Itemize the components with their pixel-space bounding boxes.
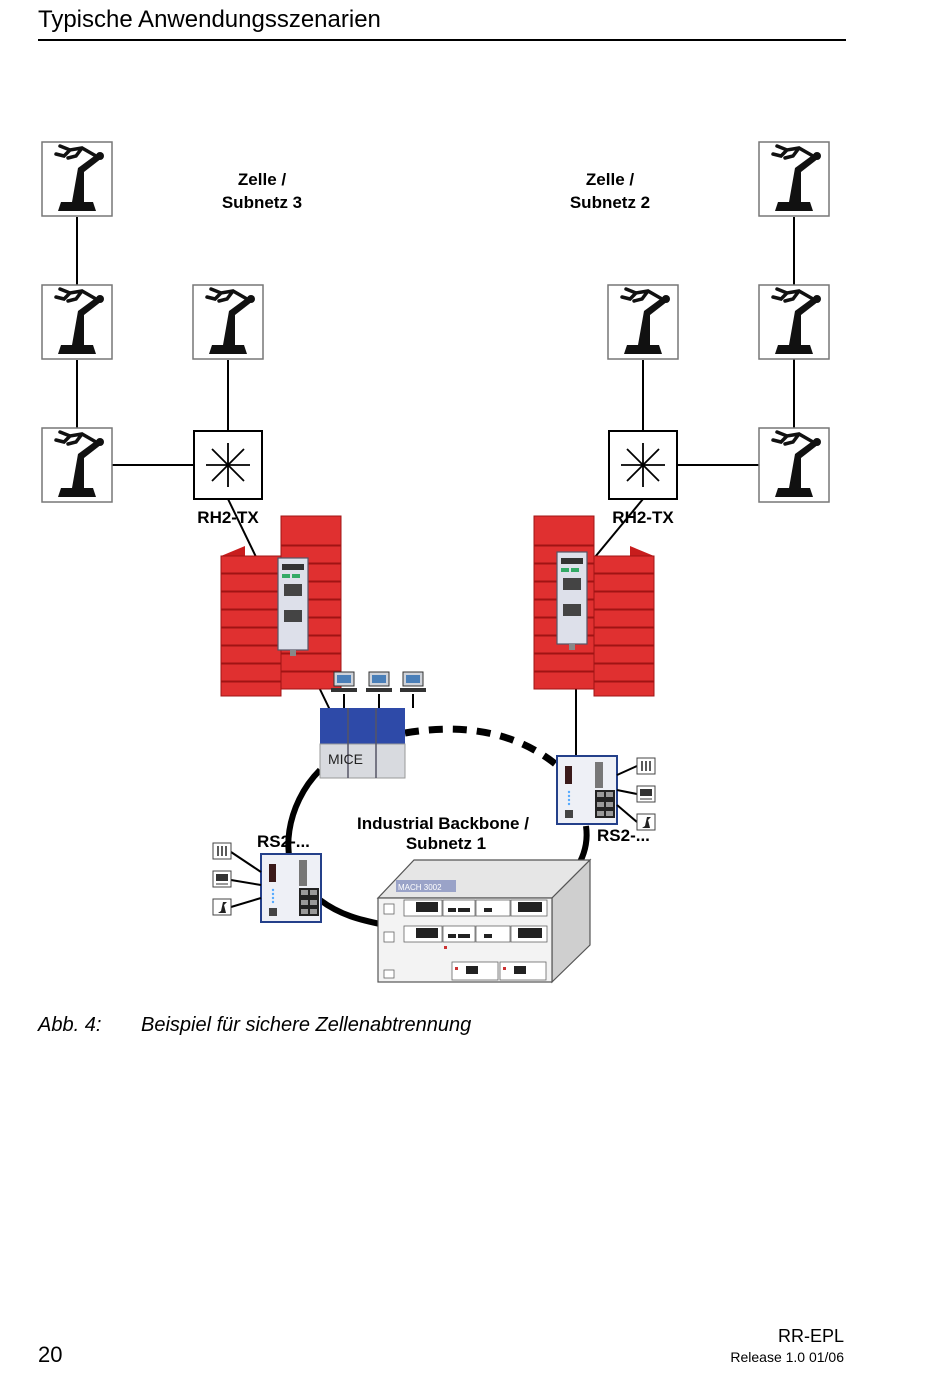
cell2-label-line2: Subnetz 2 [570,193,650,212]
rs2-switch-left [260,853,322,923]
robot-icon [40,283,114,361]
robot-icon [40,426,114,504]
workstation-icon [399,671,427,693]
firewall-right-icon [533,515,655,697]
rs2-right-label: RS2-... [597,826,650,845]
page-header-title: Typische Anwendungsszenarien [38,6,381,33]
rs2-left-label: RS2-... [257,832,310,851]
page-number: 20 [38,1342,63,1367]
mice-label: MICE [328,751,363,767]
panel-icon [636,785,656,803]
mach-label: MACH 3002 [398,883,442,892]
robot-icon [191,283,265,361]
figure-number: Abb. 4: [38,1014,102,1036]
workstation-icon [365,671,393,693]
figure-caption: Abb. 4: Beispiel für sichere Zellenabtren… [38,1014,471,1037]
rh2-right-label: RH2-TX [612,508,674,527]
rh2-switch-left [277,557,309,657]
panel-icon [212,870,232,888]
plc-icon [636,757,656,775]
cell3-label-line1: Zelle / [238,170,286,189]
plc-icon [212,842,232,860]
robot-mini-icon [212,898,232,916]
robot-icon [606,283,680,361]
figure-caption-text: Beispiel für sichere Zellenabtrennung [141,1014,472,1036]
robot-icon [757,426,831,504]
robot-icon [757,283,831,361]
backbone-label-line1: Industrial Backbone / [357,814,529,833]
robot-icon [757,140,831,218]
backbone-label-line2: Subnetz 1 [406,834,486,853]
mach-backbone-switch: MACH 3002 [376,858,592,984]
footer-info: RR-EPL Release 1.0 01/06 [730,1326,844,1365]
workstation-icon [330,671,358,693]
footer-product: RR-EPL [777,1326,844,1346]
switch-star-icon [193,430,263,500]
cell2-label-line1: Zelle / [586,170,634,189]
network-diagram: Zelle / Subnetz 3 Zelle / Subnetz 2 RH2-… [40,140,831,984]
robot-icon [40,140,114,218]
cell3-label-line2: Subnetz 3 [222,193,302,212]
switch-star-icon [608,430,678,500]
rh2-left-label: RH2-TX [197,508,259,527]
mice-switch: MICE [319,708,406,779]
header-rule [38,39,846,41]
rs2-switch-right [556,755,618,825]
footer-release: Release 1.0 01/06 [730,1349,844,1365]
rh2-switch-right [556,551,588,651]
